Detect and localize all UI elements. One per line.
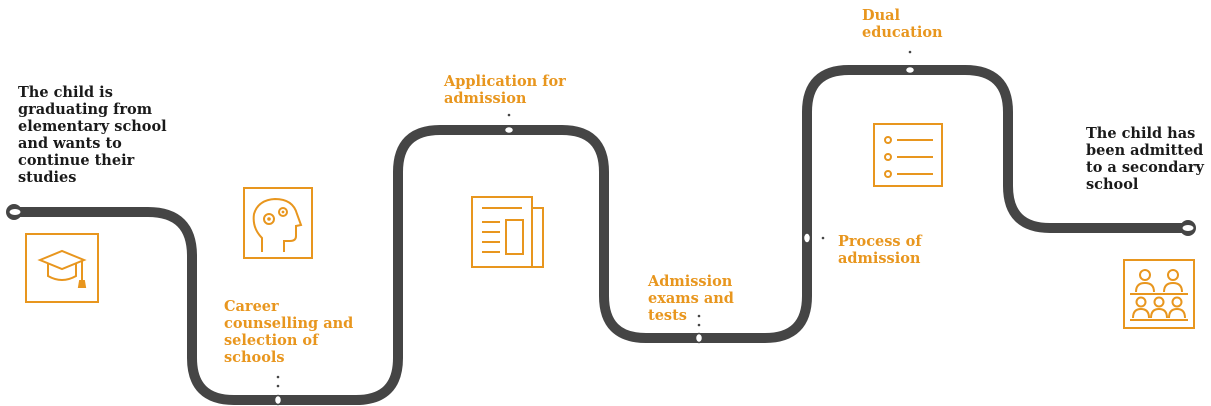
classroom-icon: [1123, 259, 1195, 329]
end-label: The child has been admitted to a seconda…: [1086, 125, 1204, 193]
exams-label: Admission exams and tests: [648, 273, 734, 324]
dual-label: Dual education: [862, 7, 943, 41]
process-label: Process of admission: [838, 233, 922, 267]
start-label: The child is graduating from elementary …: [18, 84, 167, 186]
end-node: [1180, 220, 1196, 236]
career-node: [273, 375, 283, 406]
newspaper-form-icon: [471, 196, 544, 268]
head-gears-icon: [243, 187, 313, 259]
start-node: [6, 204, 22, 220]
career-label: Career counselling and selection of scho…: [224, 298, 354, 366]
checklist-icon: [873, 123, 943, 187]
application-node: [503, 113, 515, 135]
road-path: [9, 65, 1195, 405]
process-node: [802, 232, 825, 244]
application-label: Application for admission: [444, 73, 566, 107]
dual-node: [904, 50, 916, 75]
graduation-cap-icon: [25, 233, 99, 303]
exams-node: [694, 314, 704, 344]
